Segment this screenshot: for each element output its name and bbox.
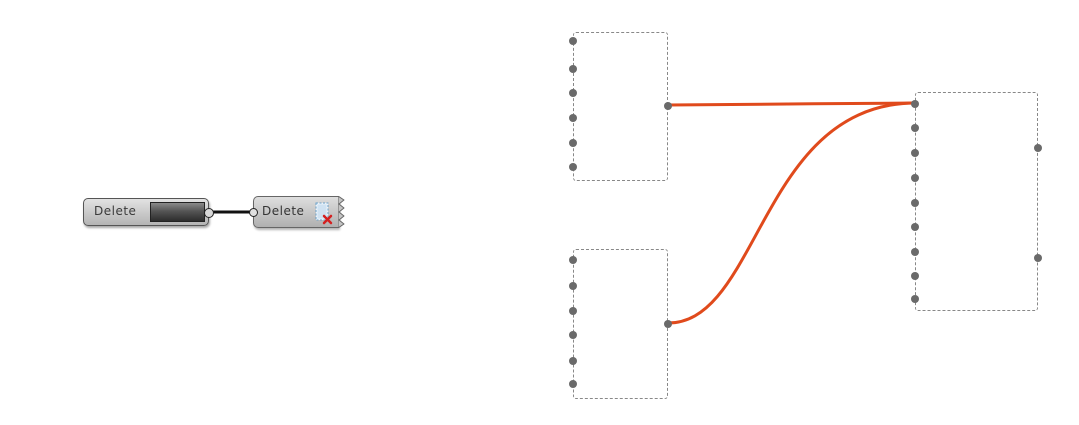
button-component-label: Delete (94, 204, 137, 218)
button-output-grip[interactable] (204, 208, 214, 218)
input-grip[interactable] (569, 307, 577, 315)
wire-top-left-to-right (667, 101, 917, 107)
input-grip[interactable] (569, 163, 577, 171)
input-grip[interactable] (911, 272, 919, 280)
button-component[interactable]: Delete (83, 198, 214, 226)
input-grip[interactable] (911, 100, 919, 108)
output-grip[interactable] (1034, 254, 1042, 262)
input-grip[interactable] (911, 223, 919, 231)
input-grip[interactable] (569, 357, 577, 365)
right-component[interactable] (911, 92, 1042, 311)
output-grip[interactable] (1034, 144, 1042, 152)
input-grip[interactable] (569, 139, 577, 147)
delete-file-icon (315, 202, 333, 225)
wire-bottom-left-to-right (667, 101, 917, 325)
input-grip[interactable] (911, 248, 919, 256)
delete-component[interactable]: Delete (249, 196, 345, 228)
input-grip[interactable] (911, 149, 919, 157)
delete-component-label: Delete (262, 204, 305, 218)
output-grip[interactable] (664, 320, 672, 328)
bottom-left-component[interactable] (569, 249, 672, 399)
input-grip[interactable] (911, 295, 919, 303)
input-grip[interactable] (911, 199, 919, 207)
component-output-edge (338, 196, 345, 228)
input-grip[interactable] (569, 331, 577, 339)
input-grip[interactable] (569, 282, 577, 290)
top-left-component[interactable] (569, 32, 672, 181)
output-grip[interactable] (664, 102, 672, 110)
input-grip[interactable] (911, 124, 919, 132)
input-grip[interactable] (569, 37, 577, 45)
input-grip[interactable] (569, 380, 577, 388)
input-grip[interactable] (569, 89, 577, 97)
input-grip[interactable] (911, 174, 919, 182)
input-grip[interactable] (569, 65, 577, 73)
input-grip[interactable] (569, 114, 577, 122)
input-grip[interactable] (569, 256, 577, 264)
delete-input-grip[interactable] (249, 208, 258, 217)
